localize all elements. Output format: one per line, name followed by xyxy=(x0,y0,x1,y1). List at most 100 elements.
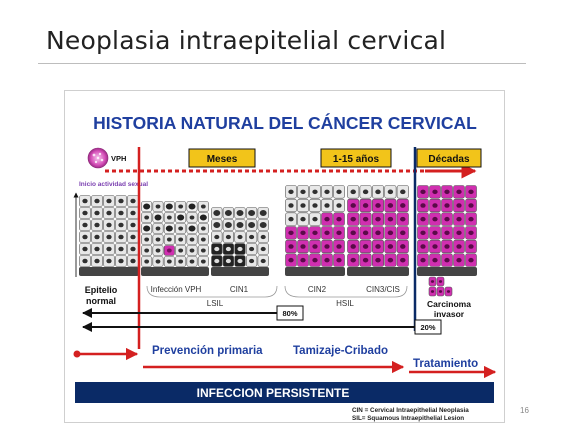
pre-infection-dot xyxy=(73,350,81,358)
cell-nucleus xyxy=(430,280,435,283)
years-box xyxy=(320,148,392,168)
cell-nucleus xyxy=(82,222,88,228)
cell-nucleus xyxy=(189,259,195,264)
cell-nucleus xyxy=(420,203,426,208)
cell-nucleus xyxy=(144,215,150,220)
cell-nucleus xyxy=(456,203,462,208)
cell-nucleus xyxy=(237,234,243,240)
cell-nucleus xyxy=(214,258,220,264)
cell-nucleus xyxy=(200,248,206,253)
cell-nucleus xyxy=(288,189,294,195)
cell-nucleus xyxy=(324,244,330,249)
cell-nucleus xyxy=(94,258,100,264)
decades-box xyxy=(416,148,482,168)
years-label: 1-15 años xyxy=(333,154,380,165)
cervical-history-diagram: HISTORIA NATURAL DEL CÁNCER CERVICAL VPH… xyxy=(73,112,497,422)
cell-nucleus xyxy=(444,203,450,208)
cell-nucleus xyxy=(166,215,172,220)
cell-nucleus xyxy=(106,246,112,252)
cell-nucleus xyxy=(350,257,356,263)
cell-nucleus xyxy=(375,216,381,222)
stage-infection-label: Infección VPH xyxy=(151,285,202,294)
hsil-bracket xyxy=(284,285,408,298)
cell-nucleus xyxy=(468,216,474,222)
cell-nucleus xyxy=(260,246,266,252)
cell-nucleus xyxy=(324,203,330,208)
cell-nucleus xyxy=(312,216,318,222)
cell-nucleus xyxy=(82,210,88,216)
cell-nucleus xyxy=(312,230,318,236)
cell-group-infection xyxy=(141,201,209,276)
cell-nucleus xyxy=(387,203,394,208)
treatment-label: Tratamiento xyxy=(413,358,478,370)
persistent-infection-label: INFECCION PERSISTENTE xyxy=(197,386,350,400)
cell-nucleus xyxy=(178,226,184,231)
cell-nucleus xyxy=(400,203,406,208)
cell-nucleus xyxy=(259,222,267,228)
cell-nucleus xyxy=(94,210,100,216)
cell-nucleus xyxy=(130,258,136,264)
cell-nucleus xyxy=(324,216,330,222)
cell-nucleus xyxy=(155,226,161,231)
cell-nucleus xyxy=(200,259,206,264)
cell-nucleus xyxy=(362,203,369,208)
cell-nucleus xyxy=(236,222,244,228)
basement-membrane xyxy=(417,267,477,276)
cell-nucleus xyxy=(154,214,162,221)
cell-nucleus xyxy=(260,258,266,264)
months-box xyxy=(188,148,256,168)
cell-nucleus xyxy=(432,257,438,263)
cell-nucleus xyxy=(82,258,88,264)
cell-nucleus xyxy=(350,216,356,222)
hpv-label: VPH xyxy=(111,154,126,163)
cell-nucleus xyxy=(237,258,243,264)
cell-group-carcinoma xyxy=(417,185,477,276)
persistent-infection-banner xyxy=(75,382,494,403)
cell-nucleus xyxy=(288,216,294,222)
cell-nucleus xyxy=(468,189,474,195)
footnote-cin: CIN = Cervical Intraepithelial Neoplasia xyxy=(352,407,469,414)
cell-nucleus xyxy=(106,222,112,228)
cell-nucleus xyxy=(260,234,266,240)
cell-group-normal xyxy=(79,195,139,276)
cell-nucleus xyxy=(189,237,195,242)
cell-nucleus xyxy=(94,222,100,228)
slide-title: Neoplasia intraepitelial cervical xyxy=(46,26,447,55)
cell-nucleus xyxy=(300,216,306,222)
cell-nucleus xyxy=(82,198,88,204)
cell-nucleus xyxy=(324,189,330,195)
cell-nucleus xyxy=(336,216,342,222)
cell-nucleus xyxy=(94,246,100,252)
cell-nucleus xyxy=(82,234,88,240)
cell-nucleus xyxy=(387,216,394,222)
cell-nucleus xyxy=(118,246,124,252)
cell-nucleus xyxy=(143,203,151,210)
cell-nucleus xyxy=(444,189,450,195)
cell-nucleus xyxy=(444,216,450,222)
cell-nucleus xyxy=(375,257,381,263)
cell-nucleus xyxy=(387,257,394,263)
cell-nucleus xyxy=(300,244,306,249)
cell-nucleus xyxy=(420,230,426,236)
cell-nucleus xyxy=(387,189,394,195)
cell-nucleus xyxy=(312,244,318,249)
cell-nucleus xyxy=(155,204,161,209)
invasive-cells xyxy=(428,276,453,297)
cell-nucleus xyxy=(432,189,438,195)
cell-nucleus xyxy=(312,257,318,263)
cell-nucleus xyxy=(444,257,450,263)
cell-nucleus xyxy=(225,234,231,240)
cell-nucleus xyxy=(375,230,381,236)
cell-nucleus xyxy=(362,257,369,263)
cell-nucleus xyxy=(118,198,124,204)
cell-nucleus xyxy=(144,259,150,264)
cell-nucleus xyxy=(288,230,294,236)
cell-nucleus xyxy=(432,203,438,208)
cell-nucleus xyxy=(106,198,112,204)
cell-nucleus xyxy=(165,203,173,210)
cell-nucleus xyxy=(400,216,406,222)
cell-nucleus xyxy=(300,189,306,195)
cell-nucleus xyxy=(387,244,394,249)
cell-nucleus xyxy=(350,203,356,208)
